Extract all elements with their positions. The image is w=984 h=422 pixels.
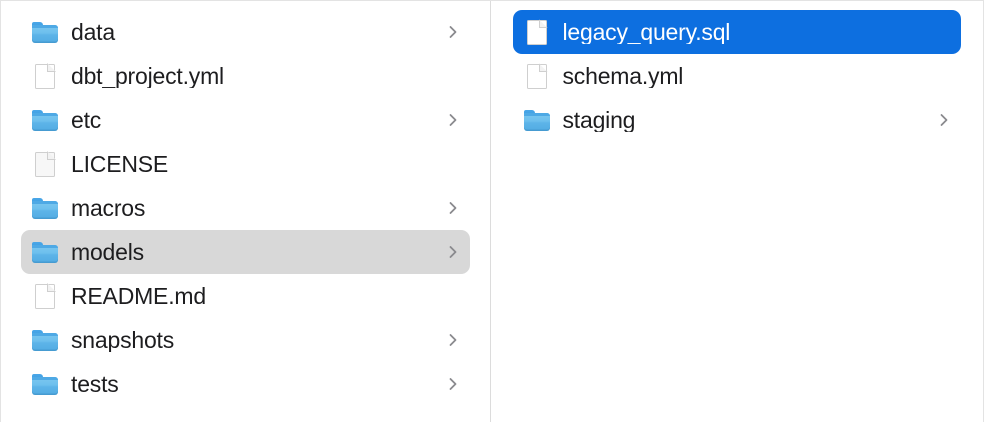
file-list-row-file[interactable]: LICENSE (21, 142, 470, 186)
folder-icon (523, 106, 551, 134)
file-name-label: staging (562, 108, 636, 132)
file-list-row-file[interactable]: dbt_project.yml (21, 54, 470, 98)
file-list-row-file[interactable]: README.md (21, 274, 470, 318)
folder-icon (31, 238, 59, 266)
file-list-row-folder[interactable]: macros (21, 186, 470, 230)
chevron-right-icon[interactable] (446, 198, 460, 218)
chevron-right-icon[interactable] (446, 242, 460, 262)
document-icon (523, 18, 551, 46)
folder-icon (31, 194, 59, 222)
document-icon (523, 62, 551, 90)
file-name-label: data (71, 20, 115, 44)
file-name-label: legacy_query.sql (562, 20, 731, 44)
file-name-label: macros (71, 196, 146, 220)
file-name-label: models (71, 240, 144, 264)
file-list-row-folder[interactable]: models (21, 230, 470, 274)
file-list-row-folder[interactable]: etc (21, 98, 470, 142)
file-list-row-file[interactable]: legacy_query.sql (512, 10, 961, 54)
file-list-row-folder[interactable]: data (21, 10, 470, 54)
file-list-row-file[interactable]: schema.yml (513, 54, 962, 98)
chevron-right-icon[interactable] (446, 374, 460, 394)
file-name-label: README.md (71, 284, 206, 308)
file-name-label: etc (71, 108, 102, 132)
file-list-row-folder[interactable]: snapshots (21, 318, 470, 362)
chevron-right-icon[interactable] (446, 22, 460, 42)
document-icon (31, 62, 59, 90)
chevron-right-icon[interactable] (937, 110, 951, 130)
folder-icon (31, 326, 59, 354)
file-name-label: snapshots (71, 328, 175, 352)
finder-column-child[interactable]: legacy_query.sql schema.yml staging (490, 1, 983, 422)
file-name-label: tests (71, 372, 119, 396)
file-list-row-folder[interactable]: staging (513, 98, 962, 142)
file-name-label: LICENSE (71, 152, 169, 176)
folder-icon (31, 106, 59, 134)
document-icon (31, 282, 59, 310)
chevron-right-icon[interactable] (446, 110, 460, 130)
file-list-row-folder[interactable]: tests (21, 362, 470, 406)
file-name-label: dbt_project.yml (71, 64, 224, 88)
document-icon (31, 150, 59, 178)
file-name-label: schema.yml (562, 64, 684, 88)
chevron-right-icon[interactable] (446, 330, 460, 350)
folder-icon (31, 18, 59, 46)
folder-icon (31, 370, 59, 398)
